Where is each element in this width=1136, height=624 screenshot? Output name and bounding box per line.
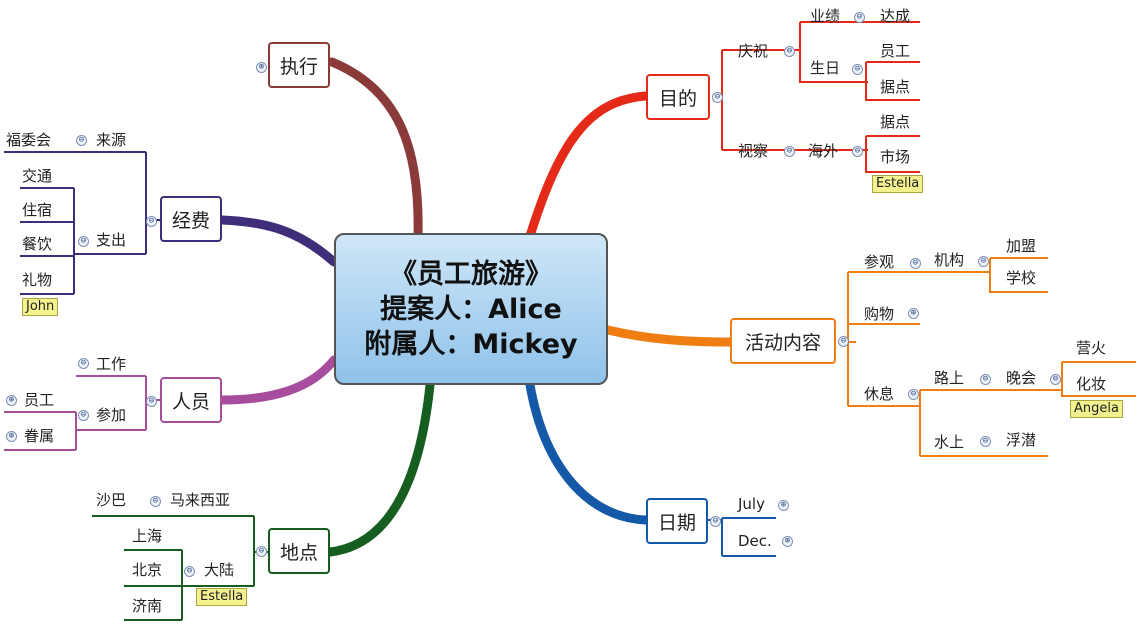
node-liwu[interactable]: 礼物 — [22, 271, 53, 289]
central-topic-title: 《员工旅游》 — [390, 258, 552, 290]
node-shichang[interactable]: 市场 — [880, 148, 911, 166]
collapse-icon[interactable]: ⊖ — [852, 146, 863, 157]
collapse-icon[interactable]: ⊖ — [710, 516, 721, 527]
collapse-icon[interactable]: ⊖ — [854, 12, 865, 23]
central-topic-proposer: 提案人：Alice — [380, 293, 562, 325]
collapse-icon[interactable]: ⊖ — [78, 410, 89, 421]
collapse-icon[interactable]: ⊖ — [978, 256, 989, 267]
node-canguan[interactable]: 参观 — [864, 253, 895, 271]
expand-icon[interactable]: ⊕ — [908, 308, 919, 319]
expand-icon[interactable]: ⊕ — [782, 536, 793, 547]
collapse-icon[interactable]: ⊖ — [784, 146, 795, 157]
central-topic-attached: 附属人：Mickey — [364, 328, 578, 360]
node-dacheng[interactable]: 达成 — [880, 7, 911, 25]
node-canyin[interactable]: 餐饮 — [22, 235, 53, 253]
expand-icon[interactable]: ⊕ — [256, 62, 267, 73]
collapse-icon[interactable]: ⊖ — [146, 216, 157, 227]
node-july[interactable]: July — [738, 495, 765, 513]
collapse-icon[interactable]: ⊖ — [76, 135, 87, 146]
node-wanhui[interactable]: 晚会 — [1006, 369, 1037, 387]
collapse-icon[interactable]: ⊖ — [838, 336, 849, 347]
collapse-icon[interactable]: ⊖ — [1050, 374, 1061, 385]
collapse-icon[interactable]: ⊖ — [150, 496, 161, 507]
collapse-icon[interactable]: ⊖ — [184, 566, 195, 577]
node-zhusu[interactable]: 住宿 — [22, 201, 53, 219]
collapse-icon[interactable]: ⊖ — [78, 358, 89, 369]
collapse-icon[interactable]: ⊖ — [784, 46, 795, 57]
topic-didian[interactable]: 地点 — [268, 528, 330, 574]
node-jiaotong[interactable]: 交通 — [22, 167, 53, 185]
node-shicha[interactable]: 视察 — [738, 142, 769, 160]
node-judian-2[interactable]: 据点 — [880, 113, 911, 131]
node-jinan[interactable]: 济南 — [132, 597, 163, 615]
topic-mudi[interactable]: 目的 — [646, 74, 710, 120]
node-canjia[interactable]: 参加 — [96, 406, 127, 424]
node-lushang[interactable]: 路上 — [934, 369, 965, 387]
node-jiameng[interactable]: 加盟 — [1006, 237, 1037, 255]
collapse-icon[interactable]: ⊖ — [78, 236, 89, 247]
node-shanghai[interactable]: 上海 — [132, 527, 163, 545]
collapse-icon[interactable]: ⊖ — [146, 396, 157, 407]
node-yuangong[interactable]: 员工 — [880, 42, 911, 60]
node-gongzuo[interactable]: 工作 — [96, 355, 127, 373]
collapse-icon[interactable]: ⊖ — [712, 92, 723, 103]
assignee-tag: Estella — [872, 175, 924, 193]
node-yuangong[interactable]: 员工 — [24, 391, 55, 409]
node-dalu[interactable]: 大陆 — [204, 561, 235, 579]
collapse-icon[interactable]: ⊖ — [852, 64, 863, 75]
topic-zhixing[interactable]: 执行 — [268, 42, 330, 88]
node-huazhuang[interactable]: 化妆 — [1076, 375, 1107, 393]
node-zhichu[interactable]: 支出 — [96, 231, 127, 249]
topic-riqi[interactable]: 日期 — [646, 498, 708, 544]
collapse-icon[interactable]: ⊖ — [908, 389, 919, 400]
topic-jingfei[interactable]: 经费 — [160, 196, 222, 242]
expand-icon[interactable]: ⊕ — [778, 500, 789, 511]
node-xuexiao[interactable]: 学校 — [1006, 269, 1037, 287]
node-qingzhu[interactable]: 庆祝 — [738, 42, 769, 60]
expand-icon[interactable]: ⊕ — [6, 431, 17, 442]
node-shuishang[interactable]: 水上 — [934, 433, 965, 451]
node-shengri[interactable]: 生日 — [810, 59, 841, 77]
assignee-tag: Angela — [1070, 400, 1123, 418]
node-xiuxi[interactable]: 休息 — [864, 385, 895, 403]
node-beijing[interactable]: 北京 — [132, 561, 163, 579]
collapse-icon[interactable]: ⊖ — [256, 546, 267, 557]
topic-huodong[interactable]: 活动内容 — [730, 318, 836, 364]
node-shaba[interactable]: 沙巴 — [96, 491, 127, 509]
node-dec[interactable]: Dec. — [738, 532, 772, 550]
topic-renyuan[interactable]: 人员 — [160, 377, 222, 423]
assignee-tag: Estella — [196, 588, 248, 606]
node-juanshu[interactable]: 眷属 — [24, 427, 55, 445]
node-yeji[interactable]: 业绩 — [810, 7, 841, 25]
node-qianshui[interactable]: 浮潜 — [1006, 431, 1037, 449]
central-topic[interactable]: 《员工旅游》 提案人：Alice 附属人：Mickey — [334, 233, 608, 385]
node-malaixiya[interactable]: 马来西亚 — [170, 491, 231, 509]
node-laiyuan[interactable]: 来源 — [96, 131, 127, 149]
node-fuweihui[interactable]: 福委会 — [6, 131, 52, 149]
collapse-icon[interactable]: ⊖ — [980, 374, 991, 385]
collapse-icon[interactable]: ⊖ — [980, 436, 991, 447]
node-judian[interactable]: 据点 — [880, 78, 911, 96]
node-yinghuo[interactable]: 营火 — [1076, 339, 1107, 357]
node-gouwu[interactable]: 购物 — [864, 305, 895, 323]
expand-icon[interactable]: ⊕ — [6, 395, 17, 406]
node-haiwai[interactable]: 海外 — [808, 142, 839, 160]
node-jigou[interactable]: 机构 — [934, 251, 965, 269]
assignee-tag: John — [22, 298, 59, 316]
collapse-icon[interactable]: ⊖ — [910, 258, 921, 269]
